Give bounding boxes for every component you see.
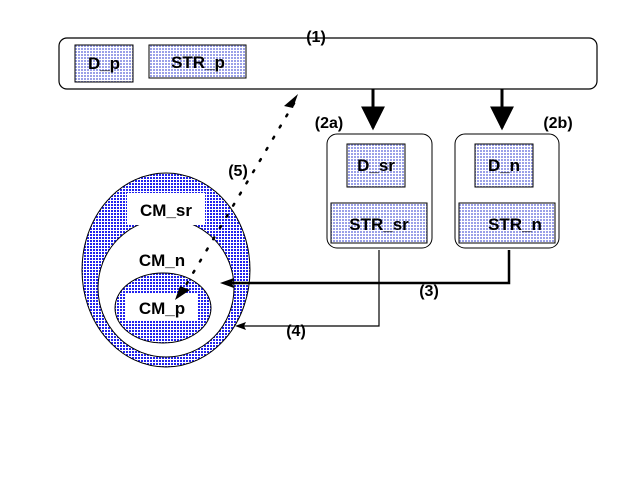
str-sr-box — [330, 202, 428, 244]
arrow-3-line — [226, 250, 511, 285]
str-sr-label: STR_sr — [349, 215, 409, 234]
d-n-label: D_n — [488, 156, 520, 175]
step-label-1: (1) — [306, 29, 326, 46]
arrow-3-head — [220, 278, 234, 288]
step-label-3: (3) — [419, 283, 439, 300]
str-p-label: STR_p — [171, 53, 225, 72]
cm-n-label: CM_n — [139, 251, 185, 270]
d-sr-label: D_sr — [357, 156, 395, 175]
str-n-box — [458, 202, 556, 244]
cm-sr-label-bg — [127, 193, 205, 225]
arrow-4-head — [235, 322, 246, 330]
arrow-5-tail-head — [175, 286, 190, 300]
step-label-4: (4) — [286, 323, 306, 340]
cm-p-label-bg — [126, 293, 198, 320]
arrow-5-head — [284, 94, 298, 108]
d-n-box — [474, 143, 534, 188]
top-container — [58, 37, 598, 90]
d-p-box — [74, 44, 134, 83]
d-sr-box — [346, 143, 406, 188]
step-label-2a: (2a) — [315, 115, 343, 132]
step-label-5: (5) — [228, 163, 248, 180]
arrow-5-dotted-line — [178, 98, 298, 297]
str-n-label: STR_n — [488, 215, 542, 234]
arrow-4-line — [240, 250, 380, 327]
str-p-box — [148, 44, 247, 79]
step-label-2b: (2b) — [543, 115, 572, 132]
cm-sr-label: CM_sr — [140, 201, 192, 220]
d-p-label: D_p — [88, 54, 120, 73]
cm-p-label: CM_p — [139, 299, 185, 318]
